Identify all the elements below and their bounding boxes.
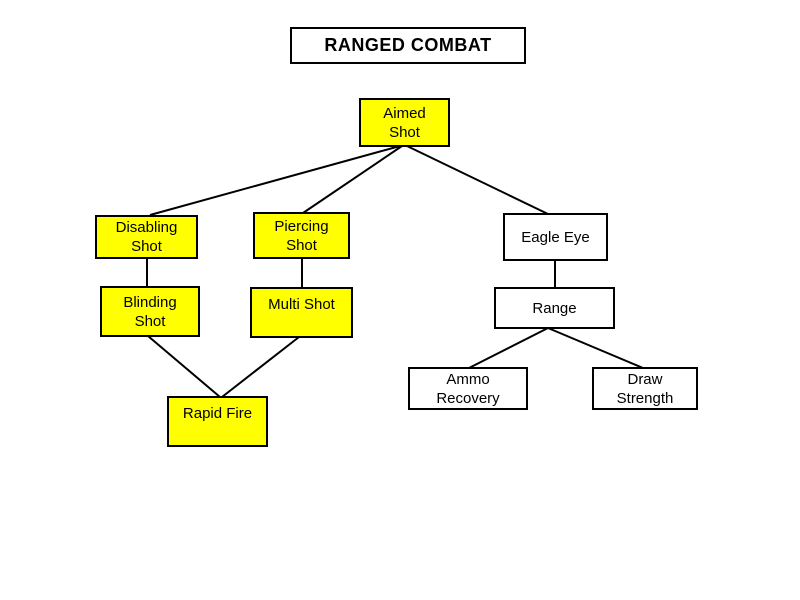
node-label: Strength (616, 389, 674, 407)
edge-multi-shot--rapid-fire (221, 336, 300, 398)
edge-range--ammo-recovery (468, 327, 549, 369)
node-label: Aimed (383, 104, 426, 122)
node-label: Shot (134, 312, 166, 330)
node-label: Ammo (446, 370, 490, 388)
node-label: Piercing (274, 217, 329, 235)
edge-blinding-shot--rapid-fire (147, 335, 221, 398)
node-label: Recovery (436, 389, 500, 407)
edge-aimed-shot--eagle-eye (406, 145, 549, 215)
node-label: Shot (286, 236, 317, 254)
node-eagle-eye: Eagle Eye (503, 213, 608, 261)
node-label: Multi Shot (268, 296, 335, 313)
node-label: Disabling (115, 219, 178, 236)
diagram-title: RANGED COMBAT (324, 35, 492, 55)
edge-aimed-shot--piercing-shot (302, 145, 403, 214)
node-range: Range (494, 287, 615, 329)
edge-range--draw-strength (547, 327, 644, 369)
node-label: Rapid Fire (182, 405, 253, 422)
node-label: Shot (389, 123, 420, 141)
node-label: Blinding (123, 293, 177, 311)
node-label: Shot (131, 238, 162, 255)
node-label: Draw (627, 370, 663, 388)
edge-aimed-shot--disabling-shot (149, 145, 401, 216)
diagram-title-box: RANGED COMBAT (290, 27, 526, 64)
node-rapid-fire: Rapid Fire (167, 396, 268, 447)
node-label: Eagle Eye (521, 228, 590, 246)
node-multi-shot: Multi Shot (250, 287, 353, 338)
node-label: Range (532, 299, 577, 317)
